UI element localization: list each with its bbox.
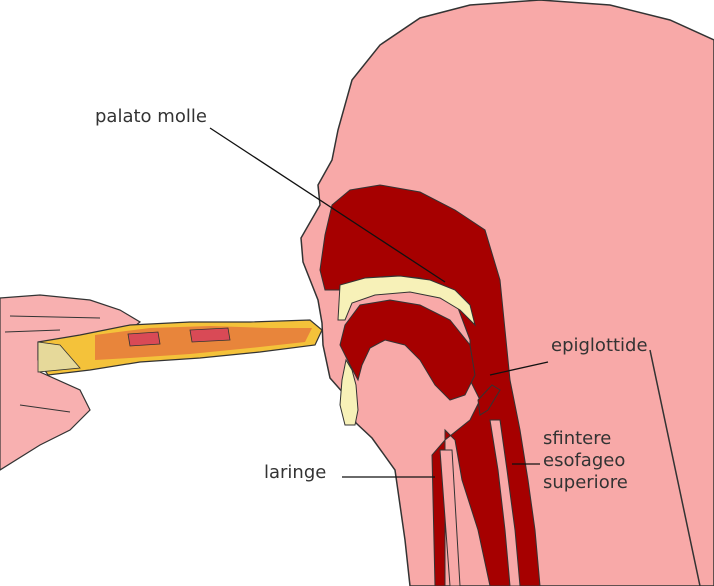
hand [0, 295, 140, 470]
label-soft-palate: palato molle [95, 108, 207, 126]
label-epiglottis: epiglottide [551, 337, 648, 355]
pizza-topping-1 [128, 332, 160, 346]
pizza-topping-2 [190, 328, 230, 342]
label-sphincter-line2: esofageo [543, 450, 628, 472]
label-sphincter-line1: sfintere [543, 428, 628, 450]
label-upper-esophageal-sphincter: sfintere esofageo superiore [543, 428, 628, 494]
label-larynx: laringe [264, 464, 326, 482]
label-sphincter-line3: superiore [543, 472, 628, 494]
